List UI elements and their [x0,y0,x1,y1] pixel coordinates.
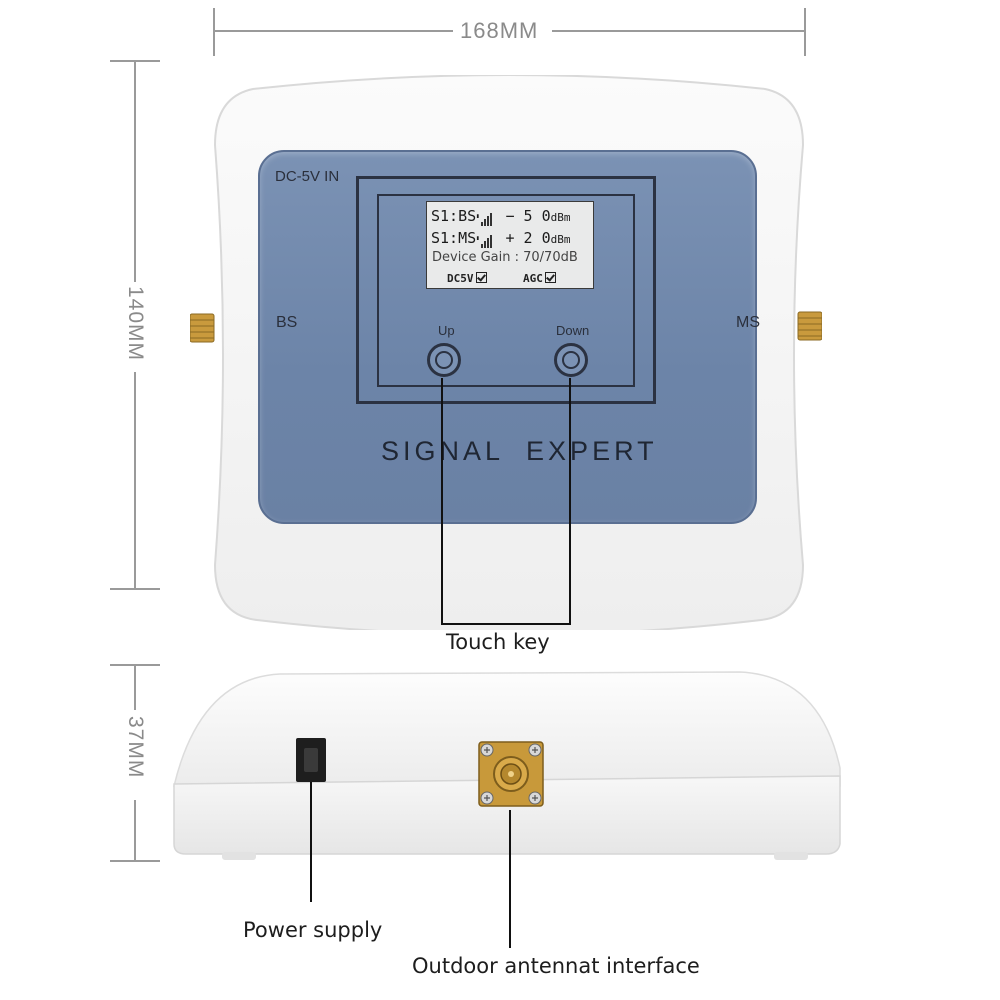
antenna-icon: 🢟 [476,229,480,247]
checkbox-checked-icon [475,272,487,283]
signal-bars-icon [481,230,493,248]
lcd-row1-value: − 5 0 [505,207,551,225]
depth-dimension-tick-top [110,664,160,666]
antenna-icon: 🢟 [476,207,480,225]
height-dimension-tick-top [110,60,160,62]
power-jack [296,738,326,782]
agc-status-label: AGC [523,272,543,285]
bs-label: BS [276,314,298,331]
up-touch-key[interactable] [427,343,461,377]
width-dimension-line-right [552,30,806,32]
dc-input-label: DC-5V IN [275,168,340,185]
antenna-interface-caption: Outdoor antennat interface [412,954,700,978]
touch-key-leader-right [569,378,571,624]
depth-dimension-label: 37MM [123,716,147,779]
ms-label: MS [736,314,760,331]
brand-name: SIGNAL EXPERT [381,436,658,466]
width-dimension-label: 168MM [460,18,539,44]
height-dimension-line-bottom [134,372,136,588]
lcd-row2-value: + 2 0 [505,229,551,247]
up-key-label: Up [438,323,455,338]
power-supply-leader [310,782,312,902]
lcd-display: S1:BS🢟 − 5 0dBm S1:MS🢟 + 2 0dBm Device G… [426,201,594,289]
width-dimension-tick-left [213,8,215,56]
lcd-row2-label: S1:MS [431,229,477,247]
down-touch-key[interactable] [554,343,588,377]
n-type-antenna-connector [478,741,544,807]
display-frame-inner [377,194,635,387]
down-key-label: Down [556,323,590,338]
dc5v-status-label: DC5V [447,272,474,285]
power-supply-caption: Power supply [243,918,383,942]
height-dimension-line-top [134,60,136,282]
touch-key-caption: Touch key [446,630,550,654]
touch-key-leader-bottom [441,623,571,625]
signal-bars-icon [481,208,493,226]
antenna-interface-leader [509,810,511,948]
checkbox-checked-icon [544,272,556,283]
lcd-row2-unit: dBm [550,233,571,246]
lcd-row1-label: S1:BS [431,207,477,225]
display-frame-outer [356,176,656,404]
depth-dimension-tick-bottom [110,860,160,862]
width-dimension-line-left [213,30,453,32]
ms-antenna-connector [797,311,822,341]
lcd-status-bar: DC5V AGC [427,271,593,287]
width-dimension-tick-right [804,8,806,56]
device-side-shell [173,671,841,860]
depth-dimension-line-top [134,664,136,710]
height-dimension-label: 140MM [123,286,147,362]
touch-key-leader-left [441,378,443,624]
depth-dimension-line-bottom [134,800,136,860]
lcd-gain-text: Device Gain : 70/70dB [432,250,578,265]
height-dimension-tick-bottom [110,588,160,590]
bs-antenna-connector [190,313,215,343]
lcd-row1-unit: dBm [550,211,571,224]
